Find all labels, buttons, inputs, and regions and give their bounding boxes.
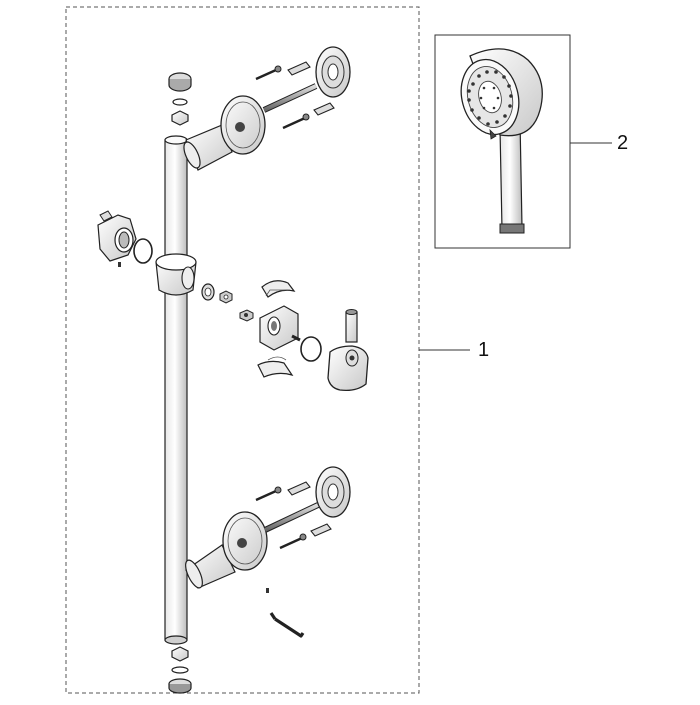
allen-key <box>269 612 305 638</box>
callout-2-label: 2 <box>617 132 629 154</box>
upper-wall-bracket <box>183 46 351 171</box>
bottom-end-cap <box>168 646 192 694</box>
slider-small-parts <box>201 283 254 322</box>
slider-knob <box>327 309 369 392</box>
slider-body <box>259 305 322 362</box>
lower-wall-bracket <box>185 466 351 593</box>
top-end-cap <box>168 72 192 126</box>
slide-rail <box>164 135 188 645</box>
clamp-pieces <box>257 280 296 378</box>
hand-shower <box>460 48 543 234</box>
shower-holder <box>97 210 153 267</box>
slider-collar <box>155 253 197 296</box>
callout-1-label: 1 <box>478 339 490 361</box>
